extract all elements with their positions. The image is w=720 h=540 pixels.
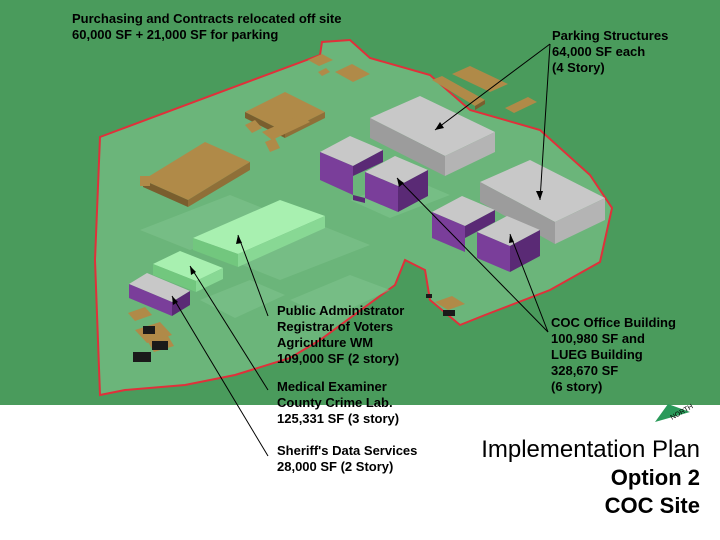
purchasing-label: Purchasing and Contracts relocated off s… [72, 11, 341, 43]
new-buildings [129, 200, 325, 316]
leader-lines [171, 43, 551, 457]
medical-label: Medical Examiner County Crime Lab. 125,3… [277, 379, 399, 427]
public-admin-line-4: 109,000 SF (2 story) [277, 351, 400, 366]
coc-line-3: LUEG Building [551, 347, 643, 362]
coc-line-5: (6 story) [551, 379, 603, 394]
public-admin-line-1: Public Administrator [277, 303, 405, 318]
sheriff-line-2: 28,000 SF (2 Story) [277, 459, 394, 474]
title-line-1: Implementation Plan [481, 436, 700, 463]
title-line-2: Option 2 [610, 465, 700, 490]
coc-line-4: 328,670 SF [551, 363, 619, 378]
coc-line-2: 100,980 SF and [551, 331, 645, 346]
medical-line-1: Medical Examiner [277, 379, 387, 394]
title-block: Implementation Plan Option 2 COC Site [481, 436, 700, 520]
sheriff-label: Sheriff's Data Services 28,000 SF (2 Sto… [277, 443, 417, 475]
north-arrow-icon: NORTH [655, 403, 694, 422]
public-admin-label: Public Administrator Registrar of Voters… [277, 303, 404, 367]
coc-office-label: COC Office Building 100,980 SF and LUEG … [551, 315, 676, 395]
medical-line-2: County Crime Lab. [277, 395, 393, 410]
medical-line-3: 125,331 SF (3 story) [277, 411, 400, 426]
parking-line-2: 64,000 SF each [552, 44, 646, 59]
coc-buildings [320, 136, 540, 272]
parking-line-3: (4 Story) [552, 60, 605, 75]
public-admin-line-2: Registrar of Voters [277, 319, 394, 334]
title-line-3: COC Site [604, 493, 700, 518]
parking-line-1: Parking Structures [552, 28, 669, 43]
public-admin-line-3: Agriculture WM [277, 335, 374, 350]
purchasing-line-1: Purchasing and Contracts relocated off s… [72, 11, 342, 26]
coc-line-1: COC Office Building [551, 315, 676, 330]
purchasing-line-2: 60,000 SF + 21,000 SF for parking [72, 27, 279, 42]
existing-buildings [128, 54, 537, 362]
sheriff-line-1: Sheriff's Data Services [277, 443, 418, 458]
parking-label: Parking Structures 64,000 SF each (4 Sto… [552, 28, 668, 76]
